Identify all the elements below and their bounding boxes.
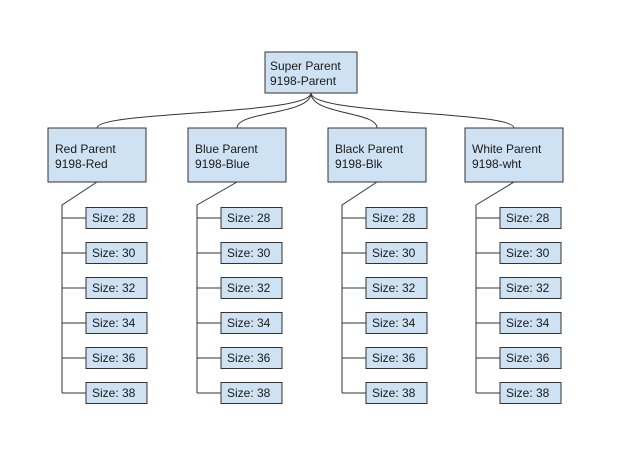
root-node-title: Super Parent (270, 59, 341, 73)
parent-node-code: 9198-Red (55, 157, 108, 171)
size-node: Size: 30 (220, 242, 283, 264)
size-node-label: Size: 38 (372, 386, 416, 400)
root-to-parent-connector (310, 92, 378, 129)
size-node: Size: 38 (499, 382, 562, 404)
parent-node-title: Red Parent (55, 142, 116, 156)
size-node: Size: 34 (220, 312, 283, 334)
size-node-label: Size: 38 (227, 386, 271, 400)
size-node: Size: 28 (220, 207, 283, 229)
size-node: Size: 36 (85, 347, 148, 369)
size-node-label: Size: 36 (506, 351, 550, 365)
size-node-label: Size: 28 (372, 211, 416, 225)
size-node-label: Size: 32 (372, 281, 416, 295)
size-node: Size: 36 (365, 347, 428, 369)
parent-node-title: White Parent (472, 142, 542, 156)
parent-spine-connector (196, 181, 238, 393)
size-node-label: Size: 34 (372, 316, 416, 330)
size-node-label: Size: 34 (92, 316, 136, 330)
size-node: Size: 38 (85, 382, 148, 404)
parent-node-code: 9198-Blue (195, 157, 250, 171)
root-to-parent-connector (236, 92, 312, 129)
size-node-label: Size: 38 (506, 386, 550, 400)
size-node: Size: 32 (499, 277, 562, 299)
size-node: Size: 34 (499, 312, 562, 334)
size-node: Size: 28 (85, 207, 148, 229)
size-node-label: Size: 38 (92, 386, 136, 400)
size-node-label: Size: 30 (372, 246, 416, 260)
size-node-label: Size: 32 (227, 281, 271, 295)
size-node-label: Size: 32 (92, 281, 136, 295)
size-node-label: Size: 34 (227, 316, 271, 330)
parent-node-title: Blue Parent (195, 142, 258, 156)
size-node: Size: 30 (499, 242, 562, 264)
size-node: Size: 32 (365, 277, 428, 299)
size-node: Size: 34 (365, 312, 428, 334)
parent-node-code: 9198-wht (472, 157, 522, 171)
size-node-label: Size: 34 (506, 316, 550, 330)
size-node-label: Size: 30 (506, 246, 550, 260)
parent-spine-connector (61, 181, 98, 393)
size-node: Size: 30 (365, 242, 428, 264)
size-node: Size: 34 (85, 312, 148, 334)
parent-spine-connector (341, 181, 378, 393)
root-node: Super Parent 9198-Parent (264, 51, 358, 94)
size-node-label: Size: 36 (227, 351, 271, 365)
size-node: Size: 28 (365, 207, 428, 229)
size-node-label: Size: 32 (506, 281, 550, 295)
size-node: Size: 30 (85, 242, 148, 264)
parent-spine-connector (475, 181, 515, 393)
size-node: Size: 32 (85, 277, 148, 299)
size-node-label: Size: 36 (372, 351, 416, 365)
root-to-parent-connector (310, 92, 515, 129)
size-node-label: Size: 30 (92, 246, 136, 260)
size-node: Size: 38 (365, 382, 428, 404)
size-node: Size: 36 (499, 347, 562, 369)
parent-node-title: Black Parent (335, 142, 404, 156)
connector-lines (61, 92, 515, 394)
size-node-label: Size: 28 (506, 211, 550, 225)
child-nodes: Size: 28 Size: 30 Size: 32 Size: 34 Size: 36… (85, 207, 562, 404)
size-node-label: Size: 30 (227, 246, 271, 260)
size-node: Size: 38 (220, 382, 283, 404)
root-to-parent-connector (96, 92, 312, 129)
size-node: Size: 36 (220, 347, 283, 369)
size-node-label: Size: 28 (227, 211, 271, 225)
root-node-code: 9198-Parent (270, 74, 337, 88)
size-node-label: Size: 28 (92, 211, 136, 225)
size-node: Size: 28 (499, 207, 562, 229)
size-node: Size: 32 (220, 277, 283, 299)
parent-node-code: 9198-Blk (335, 157, 383, 171)
size-node-label: Size: 36 (92, 351, 136, 365)
